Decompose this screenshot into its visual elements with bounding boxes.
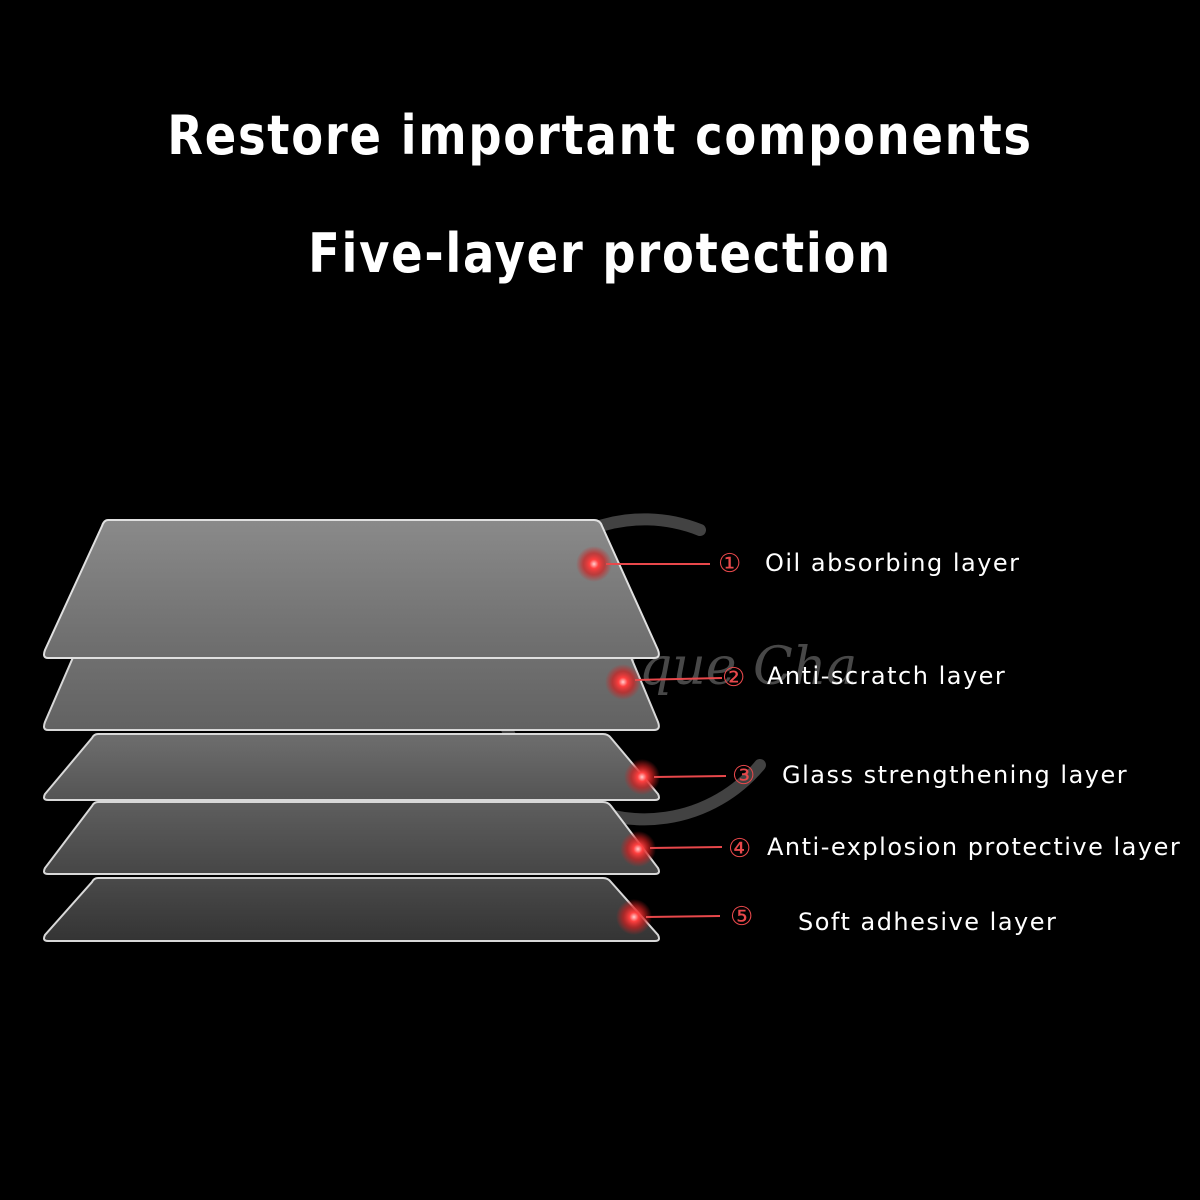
glow-dot-3	[624, 759, 660, 795]
layer-label-5: Soft adhesive layer	[798, 908, 1058, 936]
connector-4	[620, 831, 723, 867]
layer-number-1: ①	[718, 549, 742, 579]
layer-plate-1	[43, 519, 660, 659]
layer-plate-3	[43, 733, 660, 801]
glow-dot-2	[605, 664, 641, 700]
layer-number-2: ②	[722, 663, 746, 693]
layer-plate-4	[43, 801, 660, 875]
layer-number-3: ③	[732, 761, 756, 791]
headline-primary: Restore important components	[167, 104, 1033, 167]
connector-3	[624, 759, 727, 795]
headline-secondary: Five-layer protection	[308, 222, 892, 285]
layer-number-4: ④	[728, 834, 752, 864]
connector-1	[576, 546, 710, 582]
connector-2	[605, 664, 723, 700]
layer-plate-5	[43, 877, 660, 942]
glow-dot-4	[620, 831, 656, 867]
glow-dot-5	[616, 899, 652, 935]
layer-number-5: ⑤	[730, 902, 754, 932]
layer-label-2: Anti-scratch layer	[767, 662, 1007, 690]
connector-5	[616, 899, 721, 935]
glow-dot-1	[576, 546, 612, 582]
layer-label-3: Glass strengthening layer	[782, 761, 1129, 789]
layer-label-1: Oil absorbing layer	[765, 549, 1021, 577]
layer-label-4: Anti-explosion protective layer	[767, 833, 1182, 861]
